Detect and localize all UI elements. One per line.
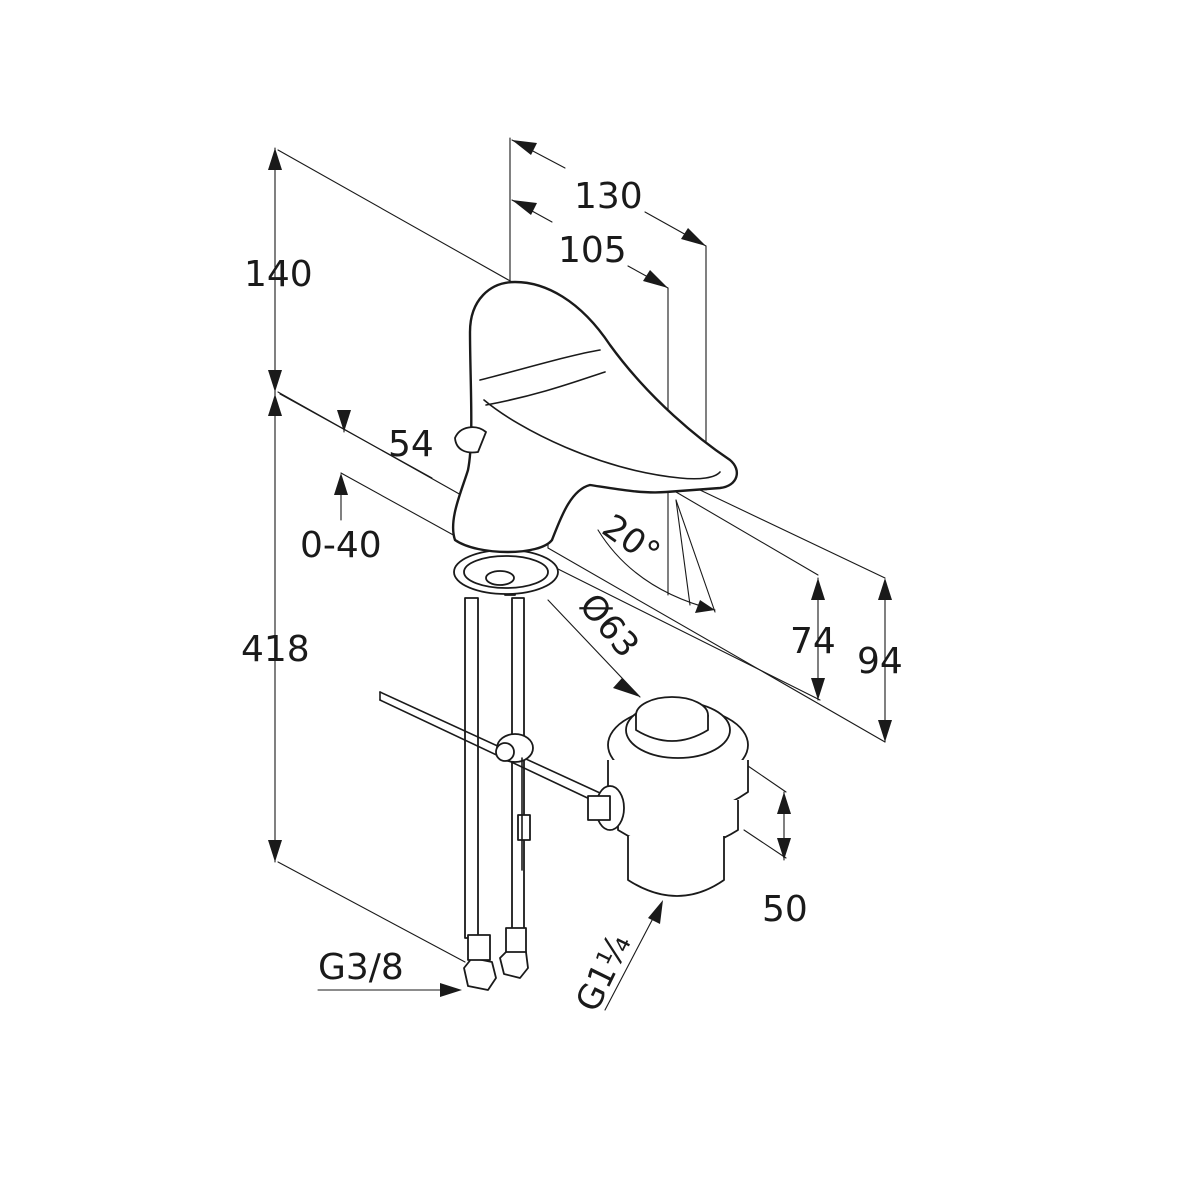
- dim-worktop-thickness: 0-40: [300, 525, 382, 566]
- faucet-body: [451, 280, 739, 554]
- dim-offset: 54: [388, 424, 434, 465]
- pull-rod: [379, 691, 601, 871]
- dim-body-height: 94: [857, 641, 903, 682]
- dim-waste-thread: G1¼: [568, 928, 639, 1018]
- supply-hoses: [464, 559, 531, 939]
- dim-height-top: 140: [244, 254, 313, 295]
- dim-swivel-angle: 20°: [595, 507, 667, 574]
- dim-overall-length: 130: [574, 176, 643, 217]
- dim-supply-thread: G3/8: [318, 947, 404, 988]
- dim-waste-stroke: 50: [762, 889, 808, 930]
- dim-spout-height: 74: [790, 621, 836, 662]
- pop-up-waste: [587, 696, 749, 897]
- dim-spout-reach: 105: [558, 230, 627, 271]
- base-ring: [453, 549, 559, 595]
- supply-connectors: [463, 927, 529, 991]
- dim-total-length: 418: [241, 629, 310, 670]
